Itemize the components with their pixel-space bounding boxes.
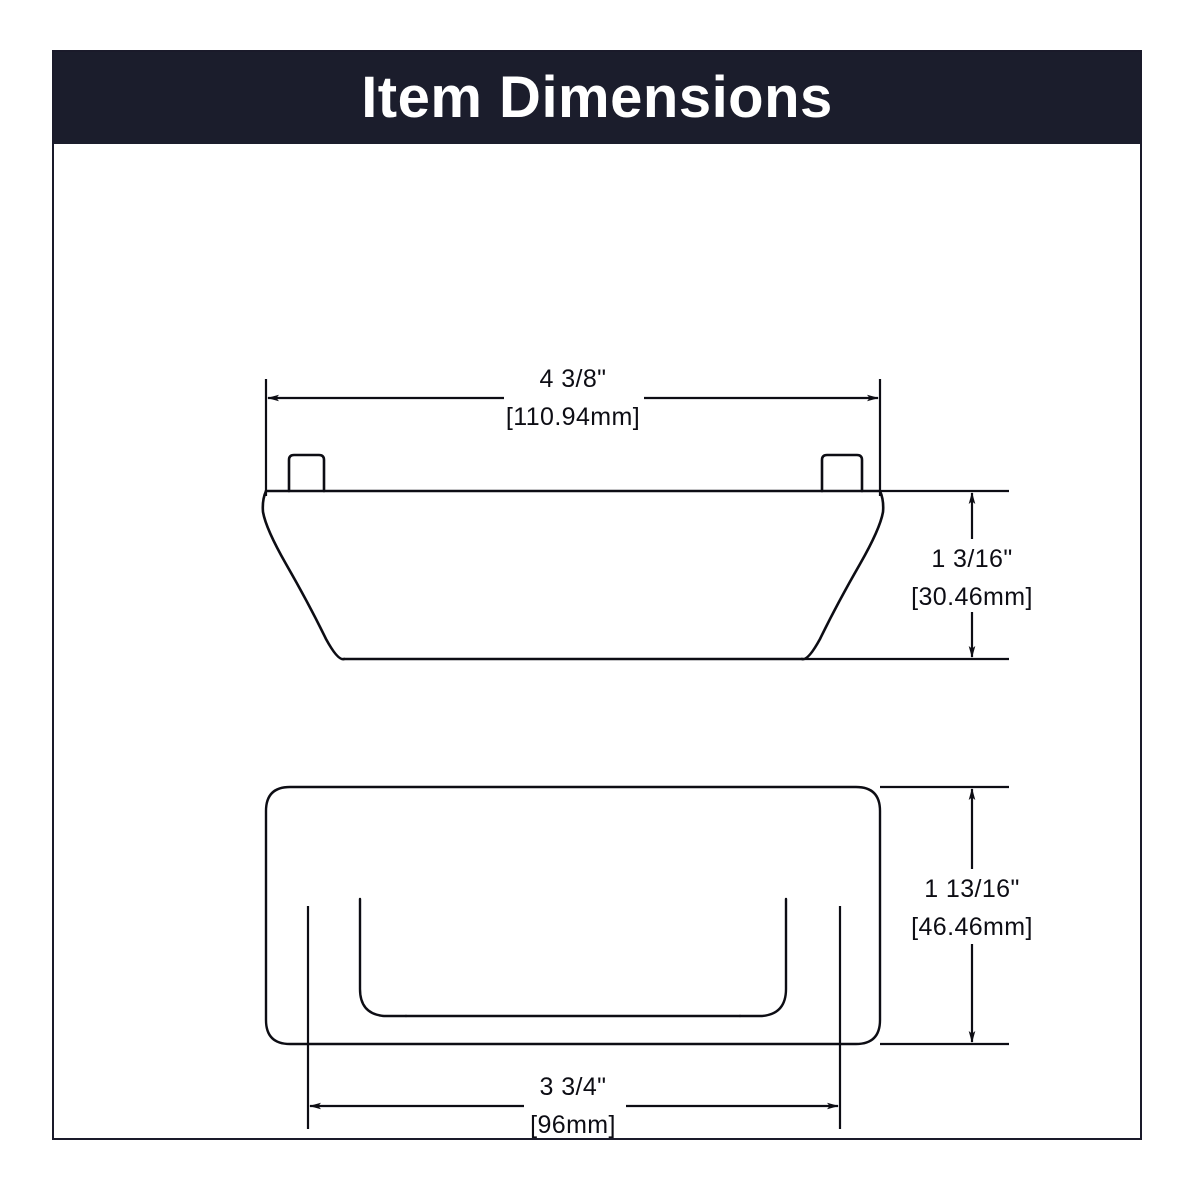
dimension-overall-depth-imperial: 1 13/16": [924, 875, 1020, 903]
top-plan-view: [264, 785, 882, 1046]
dimension-overall-depth-metric: [46.46mm]: [911, 913, 1033, 941]
drawing-frame: Item Dimensions: [52, 50, 1142, 1140]
plan-recess-right-edge: [738, 897, 788, 1018]
body-right-profile: [800, 489, 885, 661]
dimension-overall-depth: [880, 785, 1009, 1046]
plan-recess-left-edge: [358, 897, 408, 1018]
drawing-svg: 4 3/8" [110.94mm] 1 3/16" [30.46mm]: [261, 365, 1033, 1138]
dimension-overall-height-imperial: 1 3/16": [931, 545, 1012, 573]
dimension-overall-width-metric: [110.94mm]: [506, 403, 640, 431]
dimension-overall-width-imperial: 4 3/8": [540, 365, 607, 393]
dimension-overall-height-metric: [30.46mm]: [911, 583, 1033, 611]
title-bar: Item Dimensions: [54, 52, 1140, 144]
dimension-center-to-center-imperial: 3 3/4": [540, 1073, 607, 1101]
plan-outer-outline: [264, 785, 882, 1046]
mounting-tab-left: [287, 453, 326, 493]
page-title: Item Dimensions: [361, 65, 833, 130]
dimension-overall-width: [264, 379, 882, 496]
front-elevation-view: [261, 453, 885, 661]
dimension-center-to-center-metric: [96mm]: [530, 1111, 616, 1138]
technical-drawing-canvas: 4 3/8" [110.94mm] 1 3/16" [30.46mm]: [54, 144, 1140, 1138]
plan-center-extension-lines: [306, 906, 842, 1129]
body-left-profile: [261, 489, 346, 661]
dimension-overall-height: [802, 489, 1009, 661]
mounting-tab-right: [820, 453, 864, 493]
